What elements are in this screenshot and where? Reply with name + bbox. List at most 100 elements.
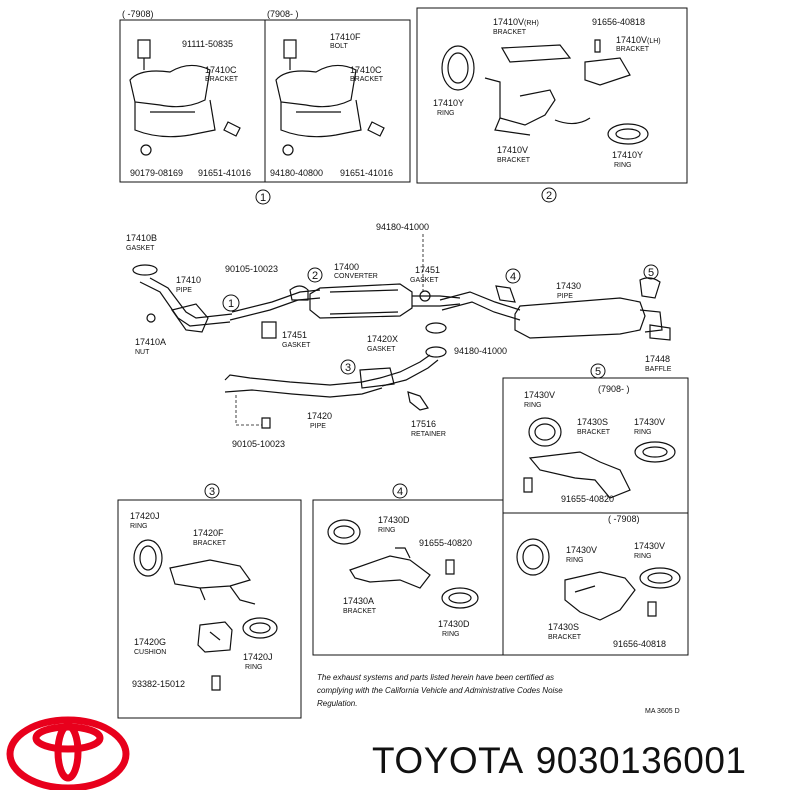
part-description: BRACKET [548,634,582,641]
part-number: 91656-40818 [613,639,666,649]
reference-code: MA 3605 D [645,708,680,715]
part-description: RING [524,402,542,409]
part-description: CUSHION [134,649,166,656]
main-exhaust-drawings [132,264,671,429]
part-description: GASKET [126,245,155,252]
part-number: 94180-41000 [376,222,429,232]
callout-main-5: 5 [648,267,654,279]
part-number: 17430S [548,622,579,632]
part-description: RING [437,110,455,117]
brand-name: TOYOTA [372,740,524,781]
panel-3-frame [117,499,302,719]
part-number: 17410A [135,337,166,347]
part-number: 90179-08169 [130,168,183,178]
certification-note-line: Regulation. [317,699,357,708]
callout-main-1: 1 [228,298,234,310]
part-number: 90105-10023 [232,439,285,449]
part-description: RING [634,553,652,560]
part-number: 17420 [307,411,332,421]
panel-5b-drawings [516,538,681,621]
part-number: 17430D [378,515,410,525]
part-description: BOLT [330,43,348,50]
part-description: PIPE [310,423,326,430]
callout-3-panel: 3 [209,486,215,498]
part-description: GASKET [410,277,439,284]
part-number: 17410C [205,65,237,75]
part-description: RING [378,527,396,534]
part-number: 17410B [126,233,157,243]
callout-main-4: 4 [510,271,516,283]
part-number: 17430V [634,417,665,427]
callout-circles [204,187,659,499]
part-number: 17516 [411,419,436,429]
part-description: RING [614,162,632,169]
panel-5-drawings [523,417,676,499]
part-description: BRACKET [616,46,650,53]
part-number: 17451 [415,265,440,275]
panel-4-drawings [327,519,479,609]
part-description: CONVERTER [334,273,378,280]
part-description: BRACKET [193,540,227,547]
part-number: 91111-50835 [182,39,233,49]
part-number: 17420J [130,511,160,521]
panel-5b-header: ( -7908) [608,514,640,524]
part-description: BRACKET [493,29,527,36]
callout-2-panel: 2 [546,190,552,202]
panel-5-header: (7908- ) [598,384,630,394]
part-side: (LH) [647,38,661,45]
callout-main-3: 3 [345,362,351,374]
part-number: 17410F [330,32,361,42]
panel-1-left-header: ( -7908) [122,9,154,19]
panel-2-frame [416,7,688,184]
part-number: 91656-40818 [592,17,645,27]
part-description: BRACKET [343,608,377,615]
part-label-17410v-lh: 17410V(LH) [616,35,661,45]
part-number: 17420G [134,637,166,647]
svg-text:17410V(RH): 17410V(RH) [493,17,539,27]
part-number: 91655-40820 [419,538,472,548]
panel-3-drawings [133,539,278,691]
part-number: 17410 [176,275,201,285]
part-number: 91651-41016 [198,168,251,178]
callout-1-panel: 1 [260,192,266,204]
part-number: 91655-40820 [561,494,614,504]
part-number: 17430V [634,541,665,551]
part-number: 17410Y [612,150,643,160]
part-description: RING [442,631,460,638]
certification-note-line: The exhaust systems and parts listed her… [317,673,554,682]
part-number-caption: 9030136001 [535,740,747,781]
part-number: 17451 [282,330,307,340]
part-number: 17448 [645,354,670,364]
panel-2-drawings [441,39,649,145]
part-number: 17400 [334,262,359,272]
part-description: GASKET [282,342,311,349]
part-description: RING [130,523,148,530]
part-description: RETAINER [411,431,446,438]
part-number: 90105-10023 [225,264,278,274]
panel-1-right-header: (7908- ) [267,9,299,19]
part-description: RING [634,429,652,436]
part-number: 17420X [367,334,398,344]
part-description: RING [245,664,263,671]
part-description: RING [566,557,584,564]
part-description: BRACKET [497,157,531,164]
part-description: BRACKET [577,429,611,436]
part-number: 91651-41016 [340,168,393,178]
part-number: 17430 [556,281,581,291]
callout-4-panel: 4 [397,486,403,498]
part-label-17410v-rh: 17410V(RH) [493,17,539,27]
panel-5b-frame [502,512,689,656]
part-description: PIPE [557,293,573,300]
part-number: 94180-41000 [454,346,507,356]
toyota-logo-icon [6,716,130,790]
certification-note-line: complying with the California Vehicle an… [317,686,563,695]
part-description: NUT [135,349,150,356]
part-number: 17410Y [433,98,464,108]
part-number: 17430A [343,596,374,606]
main-leader-lines [235,234,424,426]
part-number: 17420J [243,652,273,662]
svg-text:17410V(LH): 17410V(LH) [616,35,661,45]
part-number: 17410V [497,145,528,155]
part-description: BRACKET [350,76,384,83]
part-number: 17430V [566,545,597,555]
